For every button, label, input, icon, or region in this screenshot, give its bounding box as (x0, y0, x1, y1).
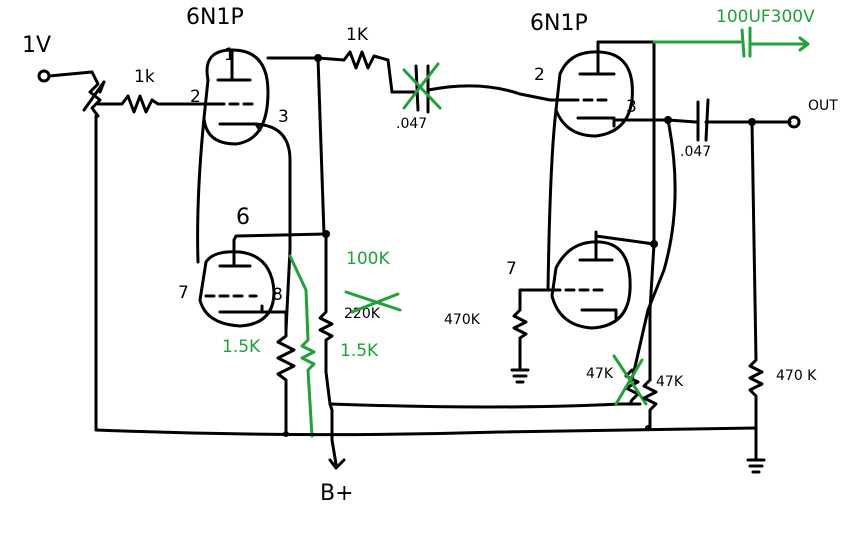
ground-rail (94, 426, 758, 437)
tube2-cathode-down (630, 118, 677, 382)
output-capacitor (666, 98, 792, 142)
tube2-lower-plate-wire (594, 234, 656, 246)
plate1-vertical (316, 56, 326, 236)
tube2-pin7: 7 (506, 259, 517, 279)
tube1-title: 6N1P (186, 5, 244, 30)
tube1-pin7: 7 (178, 283, 189, 303)
tube1-pin2: 2 (190, 87, 201, 107)
cathode-resistor-left (260, 310, 296, 436)
tube1-pin6: 6 (236, 205, 250, 230)
input-terminal (37, 69, 94, 83)
grid-resistor-470k-label: 470K (444, 312, 481, 328)
resistor-220k-strike (344, 290, 402, 314)
grid-resistor-470k (510, 288, 554, 384)
resistor-100k-label: 100K (346, 249, 390, 269)
psu-capacitor-100uf (652, 26, 810, 58)
tube1-lower-triode (198, 238, 276, 328)
tube2-plate-down (648, 242, 656, 382)
plate-resistor (318, 232, 334, 374)
bplus-lead (324, 370, 346, 470)
tube2-plate-wire (596, 40, 656, 242)
resistor-47k-crossed-label: 47K (586, 366, 614, 382)
bplus-label: B+ (320, 481, 354, 506)
tube2-title: 6N1P (530, 11, 588, 36)
input-resistor-label: 1k (134, 67, 155, 87)
mid-capacitor-cross-mark (402, 62, 442, 110)
tube1-pin1: 1 (224, 45, 235, 65)
tube1-pin3: 3 (278, 107, 289, 127)
bplus-rail-right (328, 402, 642, 409)
resistor-47k-label: 47K (656, 374, 684, 390)
resistor-1-5k-left-label: 1.5K (222, 337, 261, 357)
output-capacitor-label: .047 (680, 144, 711, 160)
resistor-1-5k-right-label: 1.5K (340, 341, 379, 361)
mid-resistor-label: 1K (346, 25, 369, 45)
output-resistor-470k (746, 120, 766, 474)
tube2-pin3: 3 (626, 97, 637, 117)
input-potentiometer (82, 70, 106, 118)
mid-capacitor-crossed (390, 64, 552, 114)
t1-plate-wire (230, 48, 320, 60)
psu-capacitor-label: 100UF300V (716, 7, 815, 27)
input-resistor-1k (96, 94, 202, 114)
tube1-envelope-link (196, 116, 206, 264)
t1-cathode-to-lower (254, 122, 292, 332)
output-resistor-470k-label: 470 K (776, 368, 817, 384)
input-voltage-label: 1V (22, 33, 51, 58)
t1-lower-plate-wire (232, 232, 328, 242)
resistor-47k-crossed (612, 354, 648, 406)
output-terminal (787, 115, 801, 129)
output-label: OUT (808, 98, 838, 114)
added-resistor-1-5k (288, 254, 316, 438)
tube2-lower-triode (550, 230, 632, 330)
tube1-pin8: 8 (272, 285, 283, 305)
resistor-47k (642, 378, 658, 430)
tube2-pin2: 2 (534, 65, 545, 85)
tube2-envelope-link (546, 108, 558, 292)
tube2-upper-triode (548, 40, 634, 138)
mid-capacitor-label: .047 (396, 116, 427, 132)
mid-resistor-1k (316, 50, 394, 94)
